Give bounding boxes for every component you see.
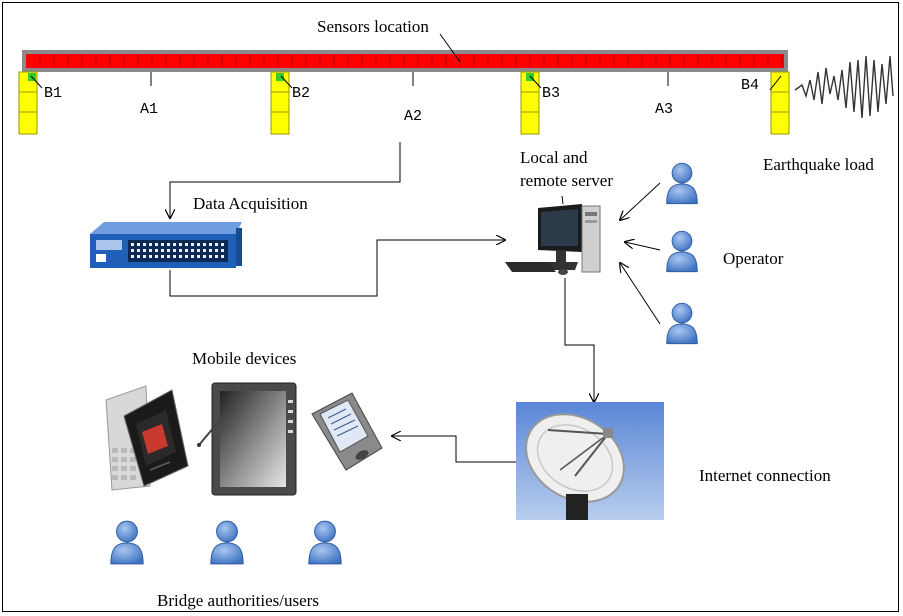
data-acquisition-label: Data Acquisition: [193, 194, 308, 213]
operator-label: Operator: [723, 249, 784, 268]
bridge-users-label: Bridge authorities/users: [157, 591, 319, 610]
mobile-devices-label: Mobile devices: [192, 349, 297, 368]
bearing-label-b1: B1: [44, 85, 63, 102]
pier-2: [270, 71, 290, 135]
span-label-a2: A2: [404, 108, 423, 125]
person-icon: [210, 520, 244, 565]
person-icon: [666, 230, 698, 273]
person-icon: [666, 162, 698, 205]
bearing-label-b3: B3: [542, 85, 561, 102]
bridge-piers: [18, 71, 790, 135]
pier-1: [18, 71, 38, 135]
server-label-line1: Local and: [520, 148, 588, 167]
server-label-line2: remote server: [520, 171, 613, 190]
bridge-deck: [22, 50, 788, 72]
sensors-location-label: Sensors location: [317, 17, 429, 36]
span-label-a3: A3: [655, 101, 674, 118]
daq-device-icon: [90, 222, 242, 268]
seismic-wave-icon: [794, 55, 894, 119]
person-icon: [666, 302, 698, 345]
bearing-label-b2: B2: [292, 85, 311, 102]
connectors: [170, 142, 661, 463]
sensors: [28, 73, 534, 81]
bearing-label-b4: B4: [741, 77, 760, 94]
satellite-dish-icon: [516, 402, 664, 520]
computer-icon: [505, 195, 601, 275]
pier-4: [770, 71, 790, 135]
internet-connection-label: Internet connection: [699, 466, 831, 485]
pda-icon: [311, 392, 383, 471]
pier-3: [520, 71, 540, 135]
tablet-icon: [197, 382, 297, 496]
person-icon: [110, 520, 144, 565]
sensor-leaders: [30, 33, 782, 91]
span-label-a1: A1: [140, 101, 159, 118]
person-icon: [308, 520, 342, 565]
flip-phone-icon: [105, 385, 189, 491]
earthquake-load-label: Earthquake load: [763, 155, 874, 174]
